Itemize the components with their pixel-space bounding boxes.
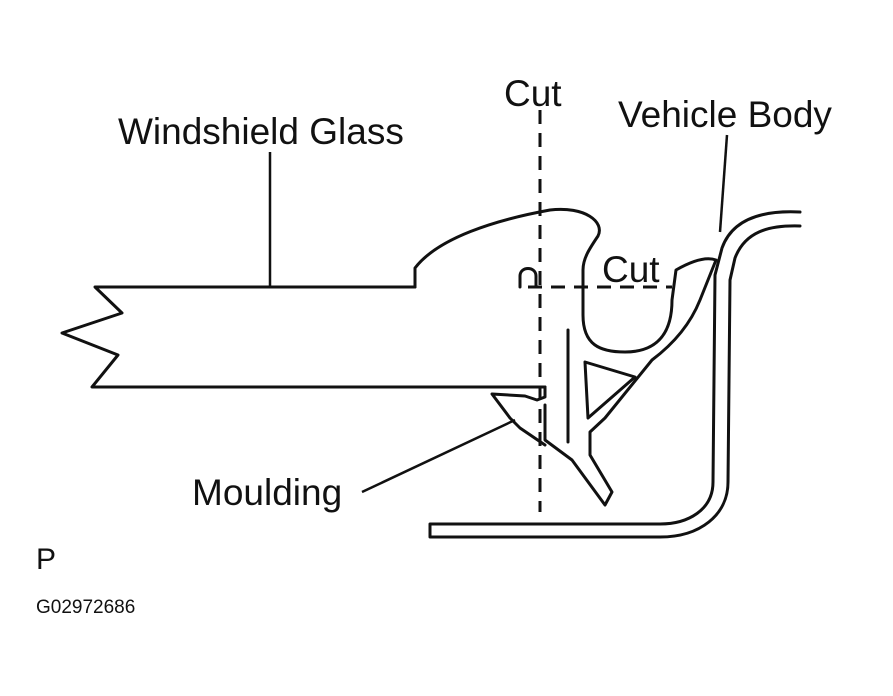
view-letter: P xyxy=(36,543,57,576)
figure-code: G02972686 xyxy=(36,597,136,618)
leader-vehicle-body xyxy=(718,134,729,233)
moulding-triangle-cavity xyxy=(583,360,637,420)
moulding-upper-lip xyxy=(413,207,718,507)
leader-moulding xyxy=(361,418,516,494)
label-vehicle-body: Vehicle Body xyxy=(618,94,832,135)
label-cut-horizontal: Cut xyxy=(602,249,660,290)
moulding-lower-foot xyxy=(490,385,547,447)
label-cut-vertical: Cut xyxy=(504,73,562,114)
windshield-glass-shape xyxy=(60,285,547,389)
label-moulding: Moulding xyxy=(192,472,343,513)
moulding-clip-notch xyxy=(518,267,538,289)
label-windshield-glass: Windshield Glass xyxy=(118,111,404,152)
vehicle-body-panel xyxy=(428,210,802,539)
